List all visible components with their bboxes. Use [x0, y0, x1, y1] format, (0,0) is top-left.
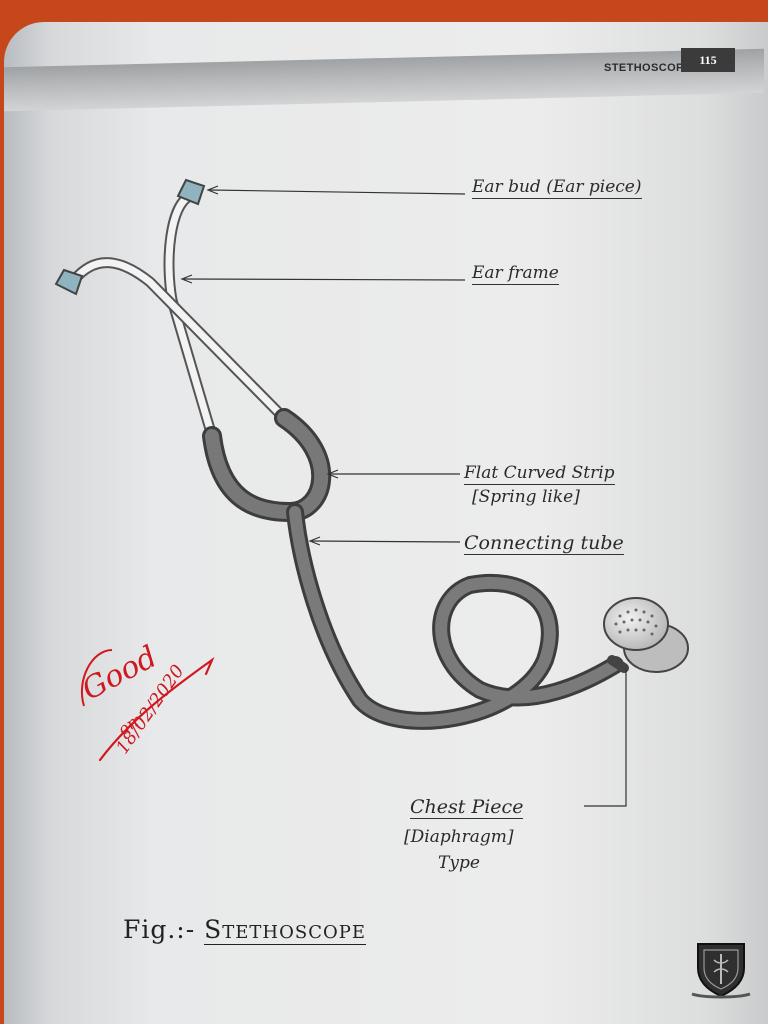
label-chest-piece: Chest Piece	[410, 796, 524, 819]
ear-bud-right	[176, 178, 206, 206]
header-section-title: STETHOSCOPE	[604, 62, 692, 74]
label-ear-frame: Ear frame	[472, 263, 559, 285]
label-flat-curved-strip: Flat Curved Strip	[464, 463, 615, 485]
label-type: Type	[438, 853, 480, 873]
figure-caption: Fig.:- Stethoscope	[123, 915, 366, 945]
label-spring-like: [Spring like]	[472, 487, 580, 507]
college-seal-icon	[691, 943, 751, 999]
caption-title: Stethoscope	[204, 915, 366, 945]
label-ear-bud: Ear bud (Ear piece)	[472, 177, 642, 199]
label-connecting-tube: Connecting tube	[464, 532, 624, 555]
notebook-page	[4, 22, 768, 1024]
header-page-number: 115	[681, 48, 735, 72]
ear-bud-left	[54, 268, 84, 296]
label-diaphragm: [Diaphragm]	[404, 827, 514, 847]
caption-prefix: Fig.:-	[123, 915, 196, 944]
chest-piece	[603, 597, 689, 673]
